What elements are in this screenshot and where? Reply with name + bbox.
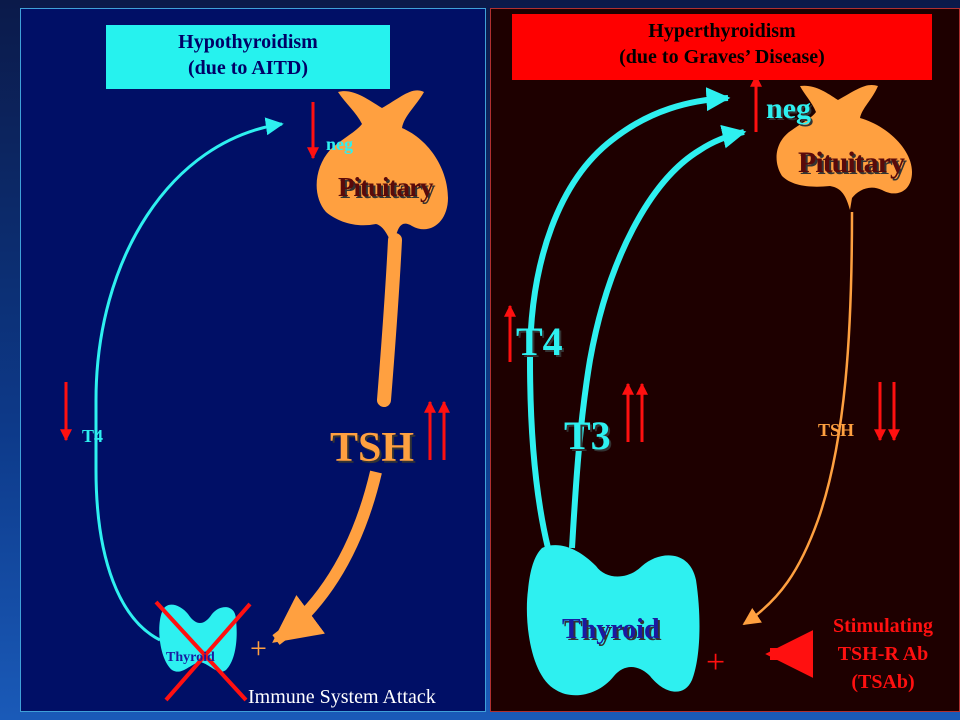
right-tsh-label: TSH (818, 420, 855, 440)
left-cross-line-1 (154, 600, 248, 702)
left-cross-line-2 (164, 602, 252, 702)
right-tsh-arrow (742, 211, 854, 626)
right-t4-label: T4 (516, 319, 563, 364)
left-plus-sign: + (250, 632, 267, 665)
right-thyroid-shape (526, 545, 700, 696)
left-pituitary-shape (316, 90, 448, 251)
left-thyroid-label: Thyroid (166, 650, 215, 665)
left-thyroid-shape (159, 604, 237, 672)
right-pituitary-shape (776, 84, 912, 210)
right-t4-feedback-arrow (526, 87, 731, 549)
right-ab-line2: TSH-R Ab (837, 643, 929, 665)
left-tsh-arrow-lower (272, 470, 382, 645)
right-ab-line1: Stimulating (832, 615, 934, 637)
right-plus-sign: + (706, 644, 726, 681)
left-immune-label: Immune System Attack (248, 686, 436, 708)
right-ab-line3: (TSAb) (851, 671, 915, 693)
left-title-box: Hypothyroidism (due to AITD) (106, 25, 390, 89)
right-neg-label: neg (766, 92, 811, 125)
right-title-line1: Hyperthyroidism (648, 20, 796, 42)
right-title-box: Hyperthyroidism (due to Graves’ Disease) (512, 14, 932, 80)
left-t4-label: T4 (82, 426, 104, 446)
right-pituitary-label: Pituitary (798, 146, 905, 179)
left-t4-feedback-arrow (94, 117, 284, 642)
left-title-line2: (due to AITD) (187, 57, 308, 79)
left-pituitary-label: Pituitary (338, 172, 433, 202)
right-thyroid-label: Thyroid (562, 614, 660, 645)
right-ab-label: Stimulating TSH-R Ab (TSAb) (818, 612, 948, 696)
right-t3-label: T3 (564, 413, 611, 458)
left-neg-label: neg (326, 134, 353, 154)
left-title-line1: Hypothyroidism (178, 31, 318, 53)
left-tsh-arrow-upper (377, 233, 402, 407)
right-title-line2: (due to Graves’ Disease) (619, 46, 825, 68)
right-t3-feedback-arrow (569, 124, 747, 549)
left-tsh-label: TSH (330, 425, 415, 471)
